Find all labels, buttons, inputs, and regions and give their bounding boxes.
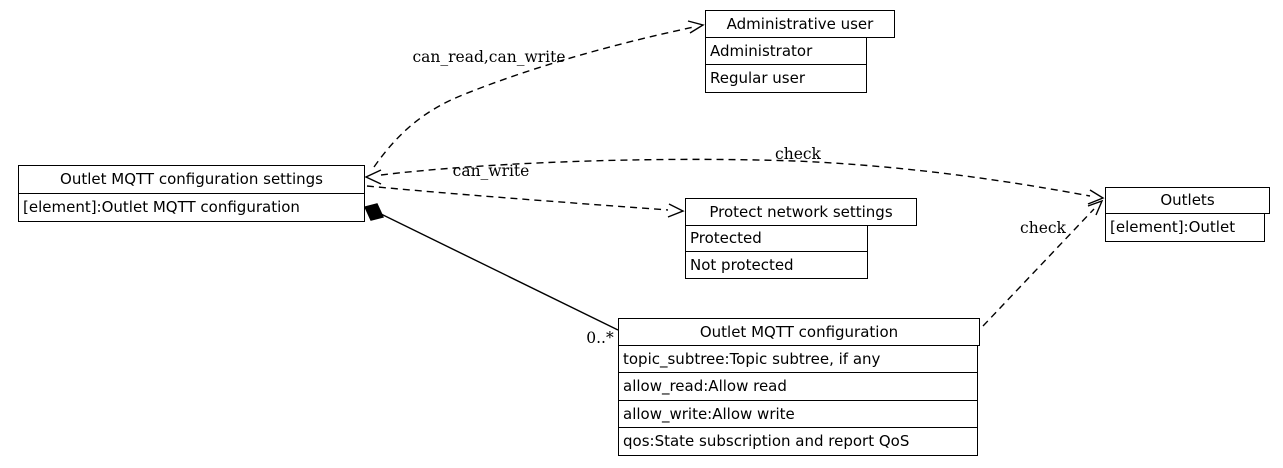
arrowhead-to-outlets — [1087, 189, 1105, 205]
class-title: Outlet MQTT configuration — [618, 318, 980, 346]
class-attribute: Not protected — [685, 251, 868, 279]
edge-label-can-write: can_write — [452, 162, 530, 180]
class-attribute: [element]:Outlet MQTT configuration — [18, 192, 365, 222]
class-attribute: qos:State subscription and report QoS — [618, 427, 978, 456]
class-attribute: Protected — [685, 224, 868, 253]
edge-label-multiplicity: 0..* — [586, 329, 614, 347]
uml-class-outlet-mqtt-configuration-settings: Outlet MQTT configuration settings [elem… — [18, 165, 365, 222]
edge-label-check-config-outlets: check — [1020, 219, 1066, 237]
class-title: Outlet MQTT configuration settings — [18, 165, 365, 194]
edge-label-can-read-can-write: can_read,can_write — [412, 48, 566, 66]
arrowhead-to-outlets-2 — [1087, 199, 1104, 216]
edge-check-settings-outlets — [380, 158, 1091, 197]
edge-composition — [380, 213, 619, 331]
class-attribute: Regular user — [705, 64, 867, 93]
uml-class-administrative-user: Administrative user Administrator Regula… — [705, 10, 895, 93]
class-title: Protect network settings — [685, 198, 917, 226]
class-attribute: Administrator — [705, 36, 867, 66]
uml-class-protect-network-settings: Protect network settings Protected Not p… — [685, 198, 917, 279]
class-attribute: allow_read:Allow read — [618, 372, 978, 401]
class-title: Outlets — [1105, 187, 1270, 214]
edge-check-config-outlets — [982, 208, 1095, 327]
class-title: Administrative user — [705, 10, 895, 38]
class-attribute: allow_write:Allow write — [618, 399, 978, 429]
uml-class-outlet-mqtt-configuration: Outlet MQTT configuration topic_subtree:… — [618, 318, 980, 456]
composition-diamond — [364, 203, 384, 221]
class-attribute: topic_subtree:Topic subtree, if any — [618, 344, 978, 374]
class-attribute: [element]:Outlet — [1105, 212, 1265, 242]
arrowhead-to-protect-network-settings — [667, 203, 685, 218]
arrowhead-to-administrative-user — [687, 20, 705, 34]
edge-can-write — [366, 185, 669, 211]
uml-class-outlets: Outlets [element]:Outlet — [1105, 187, 1270, 242]
edge-label-check-settings-outlets: check — [775, 145, 821, 163]
arrowhead-to-settings — [364, 169, 382, 185]
